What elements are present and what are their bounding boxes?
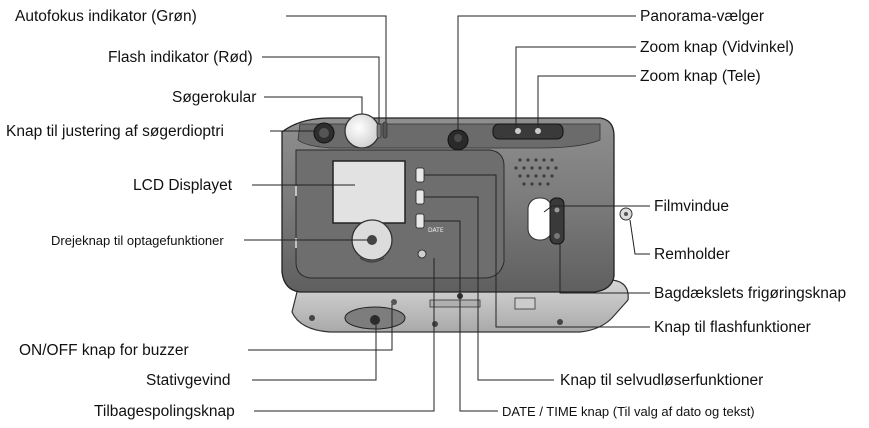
leader-rewind [254, 258, 435, 412]
battery-slot [429, 299, 481, 308]
label-autofocus: Autofokus indikator (Grøn) [15, 8, 197, 25]
label-rewind: Tilbagespolingsknap [94, 403, 235, 420]
leader-viewfinder [264, 96, 363, 114]
film-window [527, 197, 553, 241]
leader-strap [629, 219, 650, 255]
leader-buzzer [248, 304, 393, 351]
label-mode-dial: Drejeknap til optagefunktioner [51, 233, 224, 248]
zoom-rocker [492, 123, 564, 140]
autofocus-led [382, 121, 388, 139]
label-self-timer: Knap til selvudløserfunktioner [560, 372, 763, 389]
self-timer-button [415, 189, 425, 205]
leader-date-time [424, 220, 498, 412]
leader-self-timer [424, 196, 554, 381]
leader-back-release [559, 244, 650, 294]
leader-zoom-tele [537, 75, 636, 127]
label-flash-indicator: Flash indikator (Rød) [108, 49, 253, 66]
label-film-window: Filmvindue [654, 198, 729, 215]
viewfinder-eyepiece [344, 113, 380, 149]
label-date-time: DATE / TIME knap (Til valg af dato og te… [502, 404, 755, 419]
flash-led [376, 123, 382, 139]
tripod-socket [370, 315, 380, 325]
leader-flash-mode [424, 174, 650, 328]
label-flash-mode: Knap til flashfunktioner [654, 319, 811, 336]
camera-illustration: DATE [281, 113, 633, 333]
label-lcd: LCD Displayet [133, 177, 233, 194]
label-diopter: Knap til justering af søgerdioptri [6, 123, 224, 140]
flash-mode-button [415, 167, 425, 183]
leader-zoom-wide [515, 46, 636, 127]
callout-labels: Autofokus indikator (Grøn) Flash indikat… [6, 8, 846, 420]
date-time-button [415, 213, 425, 229]
label-buzzer: ON/OFF knap for buzzer [19, 342, 189, 359]
leader-panorama [457, 15, 636, 130]
leader-lines [244, 15, 650, 412]
lcd-display [332, 160, 406, 224]
label-back-release: Bagdækslets frigøringsknap [654, 285, 846, 302]
leader-tripod [252, 325, 377, 381]
leader-flash-indicator [262, 56, 380, 124]
label-zoom-wide: Zoom knap (Vidvinkel) [640, 39, 794, 56]
label-tripod: Stativgevind [146, 372, 230, 389]
rewind-button [417, 249, 427, 259]
label-strap: Remholder [654, 246, 730, 263]
leader-film-window [543, 205, 650, 213]
speaker-grille [514, 158, 558, 186]
label-viewfinder: Søgerokular [172, 89, 256, 106]
leader-autofocus [286, 15, 387, 122]
buzzer-switch [391, 299, 397, 305]
label-panorama: Panorama-vælger [640, 8, 764, 25]
label-zoom-tele: Zoom knap (Tele) [640, 68, 761, 85]
back-release-lever [549, 197, 565, 245]
date-mark: DATE [428, 227, 444, 234]
